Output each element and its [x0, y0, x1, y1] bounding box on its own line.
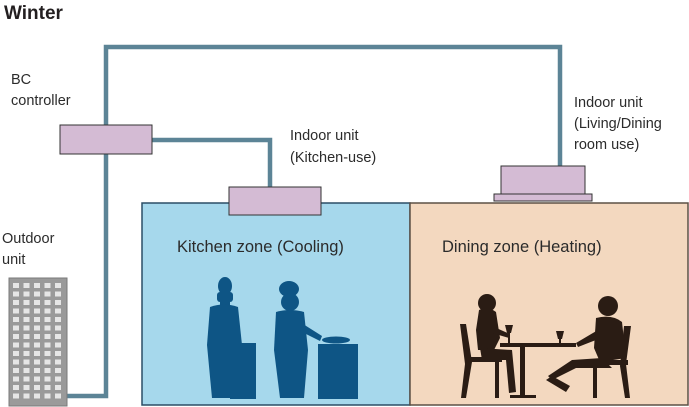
- building-window: [23, 368, 30, 373]
- pipe-bc-to-outdoor-unit: [67, 154, 109, 399]
- pipe-bc-to-kitchen-unit: [152, 137, 273, 187]
- building-window: [34, 283, 40, 288]
- building-window: [23, 393, 30, 399]
- building-window: [55, 376, 61, 382]
- building-window: [23, 334, 30, 339]
- building-window: [55, 300, 61, 305]
- building-window: [55, 325, 61, 331]
- building-window: [13, 376, 19, 382]
- living-indoor-unit: [493, 165, 593, 202]
- building-window: [23, 376, 30, 382]
- diagram-title: Winter: [4, 3, 64, 24]
- building-window: [23, 359, 30, 365]
- building-window: [34, 393, 40, 399]
- dining-couple-silhouette: [460, 294, 631, 398]
- living-indoor-unit-label-line1: Indoor unit: [574, 95, 643, 111]
- building-window: [44, 308, 51, 314]
- building-window: [13, 291, 19, 297]
- building-window: [55, 342, 61, 348]
- kitchen-zone: [141, 202, 411, 406]
- outdoor-unit-label-line1: Outdoor: [2, 231, 55, 247]
- building-window: [23, 317, 30, 322]
- kitchen-indoor-unit-label-line2: (Kitchen-use): [290, 150, 376, 166]
- bc-controller-box: [59, 124, 153, 155]
- kitchen-zone-label: Kitchen zone (Cooling): [177, 238, 344, 256]
- building-window: [13, 325, 19, 331]
- refrigerant-piping: [67, 44, 563, 399]
- building-window: [23, 385, 30, 390]
- bc-controller-label-line1: BC: [11, 72, 31, 88]
- building-window: [44, 291, 51, 297]
- building-window: [55, 359, 61, 365]
- building-window: [23, 325, 30, 331]
- building-window: [44, 351, 51, 356]
- building-window: [55, 351, 61, 356]
- building-window: [55, 308, 61, 314]
- building-window: [13, 359, 19, 365]
- building-window: [34, 359, 40, 365]
- building-window: [34, 325, 40, 331]
- living-indoor-unit-label-line3: room use): [574, 137, 639, 153]
- building-window: [34, 317, 40, 322]
- building-window: [23, 351, 30, 356]
- building-window: [13, 283, 19, 288]
- building-window: [55, 385, 61, 390]
- dining-zone: [409, 202, 689, 406]
- outdoor-unit-label-line2: unit: [2, 252, 25, 268]
- building-window: [23, 300, 30, 305]
- pipe-bc-to-living-unit: [103, 44, 563, 166]
- building-window: [23, 283, 30, 288]
- building-window: [13, 300, 19, 305]
- building-window: [13, 308, 19, 314]
- kitchen-chefs-silhouette: [207, 277, 358, 399]
- building-window: [34, 351, 40, 356]
- building-window: [13, 342, 19, 348]
- kitchen-indoor-unit-label-line1: Indoor unit: [290, 128, 359, 144]
- building-window: [23, 342, 30, 348]
- building-window: [34, 291, 40, 297]
- building-window: [23, 308, 30, 314]
- building-window: [34, 300, 40, 305]
- building-window: [13, 393, 19, 399]
- building-window: [13, 385, 19, 390]
- building-window: [55, 334, 61, 339]
- building-window: [23, 291, 30, 297]
- building-window: [13, 368, 19, 373]
- dining-zone-label: Dining zone (Heating): [442, 238, 602, 256]
- building-window: [44, 300, 51, 305]
- building-window: [13, 334, 19, 339]
- building-window: [44, 317, 51, 322]
- building-window: [13, 317, 19, 322]
- building-window: [34, 342, 40, 348]
- building-window: [44, 359, 51, 365]
- building-window: [34, 376, 40, 382]
- outdoor-unit-building-icon: [8, 277, 68, 407]
- building-window: [55, 291, 61, 297]
- building-window: [34, 334, 40, 339]
- building-window: [44, 368, 51, 373]
- building-window: [44, 376, 51, 382]
- bc-controller-label-line2: controller: [11, 93, 71, 109]
- building-window: [55, 317, 61, 322]
- building-window: [34, 385, 40, 390]
- kitchen-indoor-unit: [228, 186, 322, 216]
- building-window: [44, 393, 51, 399]
- building-window: [44, 334, 51, 339]
- building-window: [44, 385, 51, 390]
- building-window: [55, 393, 61, 399]
- building-window: [44, 342, 51, 348]
- building-window: [55, 283, 61, 288]
- building-window: [34, 308, 40, 314]
- building-window: [55, 368, 61, 373]
- building-window: [13, 351, 19, 356]
- building-window: [44, 283, 51, 288]
- building-window: [34, 368, 40, 373]
- living-indoor-unit-label-line2: (Living/Dining: [574, 116, 662, 132]
- building-window: [44, 325, 51, 331]
